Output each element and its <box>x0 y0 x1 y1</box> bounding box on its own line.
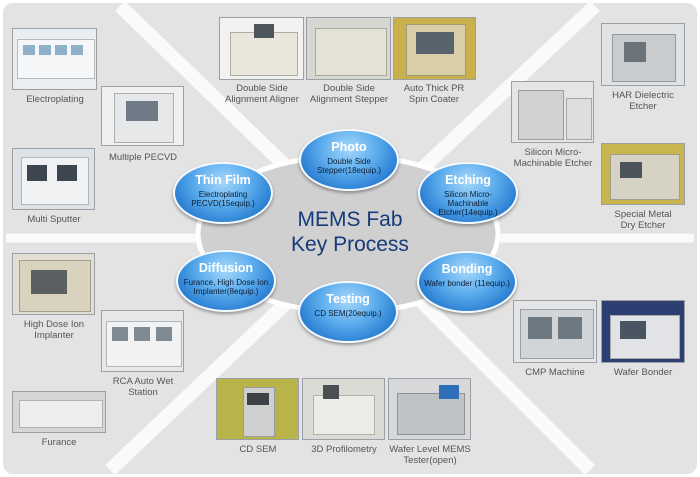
silicon-micro-machinable-etcher-caption: Silicon Micro- Machinable Etcher <box>513 147 593 169</box>
rca-auto-wet-station-caption: RCA Auto Wet Station <box>112 376 174 398</box>
process-node-thin-film: Thin Film Electroplating PECVD(15equip.) <box>173 162 273 224</box>
cmp-machine-caption: CMP Machine <box>525 367 585 378</box>
double-side-alignment-aligner-caption: Double Side Alignment Aligner <box>225 83 299 105</box>
high-dose-ion-implanter-photo <box>12 253 95 315</box>
har-dielectric-etcher-caption: HAR Dielectric Etcher <box>612 90 674 112</box>
special-metal-dry-etcher-caption: Special Metal Dry Etcher <box>614 209 672 231</box>
double-side-alignment-aligner-photo <box>219 17 304 80</box>
process-title: Testing <box>326 292 370 306</box>
multiple-pecvd-photo <box>101 86 184 146</box>
3d-profilometry-caption: 3D Profilometry <box>311 444 377 455</box>
special-metal-dry-etcher-photo <box>601 143 685 205</box>
process-desc: Furance, High Dose Ion Implanter(8equip.… <box>183 278 269 296</box>
wafer-level-mems-tester-photo <box>388 378 471 440</box>
electroplating-photo <box>12 28 97 90</box>
process-desc: Electroplating PECVD(15equip.) <box>191 190 255 208</box>
cmp-machine-photo <box>513 300 597 363</box>
process-desc: CD SEM(20equip.) <box>314 309 382 318</box>
process-desc: Silicon Micro-Machinable Etcher(14equip.… <box>438 190 498 217</box>
har-dielectric-etcher-photo <box>601 23 685 86</box>
silicon-micro-machinable-etcher-photo <box>511 81 594 143</box>
multi-sputter-caption: Multi Sputter <box>27 214 81 225</box>
3d-profilometry-photo <box>302 378 385 440</box>
furance-photo <box>12 391 106 433</box>
rca-auto-wet-station-photo <box>101 310 184 372</box>
center-title-line2: Key Process <box>291 233 409 256</box>
wafer-level-mems-tester-caption: Wafer Level MEMS Tester(open) <box>389 444 471 466</box>
process-node-etching: Etching Silicon Micro-Machinable Etcher(… <box>418 162 518 224</box>
center-title: MEMS Fab Key Process <box>250 207 450 257</box>
process-title: Bonding <box>441 262 493 276</box>
wafer-bonder-photo <box>601 300 685 363</box>
high-dose-ion-implanter-caption: High Dose Ion Implanter <box>23 319 85 341</box>
process-desc: Double Side Stepper(18equip.) <box>316 157 382 175</box>
electroplating-caption: Electroplating <box>26 94 84 105</box>
wafer-bonder-caption: Wafer Bonder <box>613 367 673 378</box>
process-title: Etching <box>445 173 491 187</box>
process-node-diffusion: Diffusion Furance, High Dose Ion Implant… <box>176 250 276 312</box>
auto-thick-pr-spin-coater-caption: Auto Thick PR Spin Coater <box>403 83 465 105</box>
process-desc: Wafer bonder (11equip.) <box>424 279 510 288</box>
double-side-alignment-stepper-photo <box>306 17 391 80</box>
cd-sem-photo <box>216 378 299 440</box>
process-node-bonding: Bonding Wafer bonder (11equip.) <box>417 251 517 313</box>
cd-sem-caption: CD SEM <box>239 444 277 455</box>
process-title: Thin Film <box>195 173 251 187</box>
furance-caption: Furance <box>41 437 77 448</box>
process-node-photo: Photo Double Side Stepper(18equip.) <box>299 129 399 191</box>
process-title: Diffusion <box>198 261 254 275</box>
double-side-alignment-stepper-caption: Double Side Alignment Stepper <box>309 83 389 105</box>
process-node-testing: Testing CD SEM(20equip.) <box>298 281 398 343</box>
auto-thick-pr-spin-coater-photo <box>393 17 476 80</box>
center-title-line1: MEMS Fab <box>297 208 403 231</box>
multi-sputter-photo <box>12 148 95 210</box>
process-title: Photo <box>331 140 367 154</box>
multiple-pecvd-caption: Multiple PECVD <box>108 152 178 163</box>
